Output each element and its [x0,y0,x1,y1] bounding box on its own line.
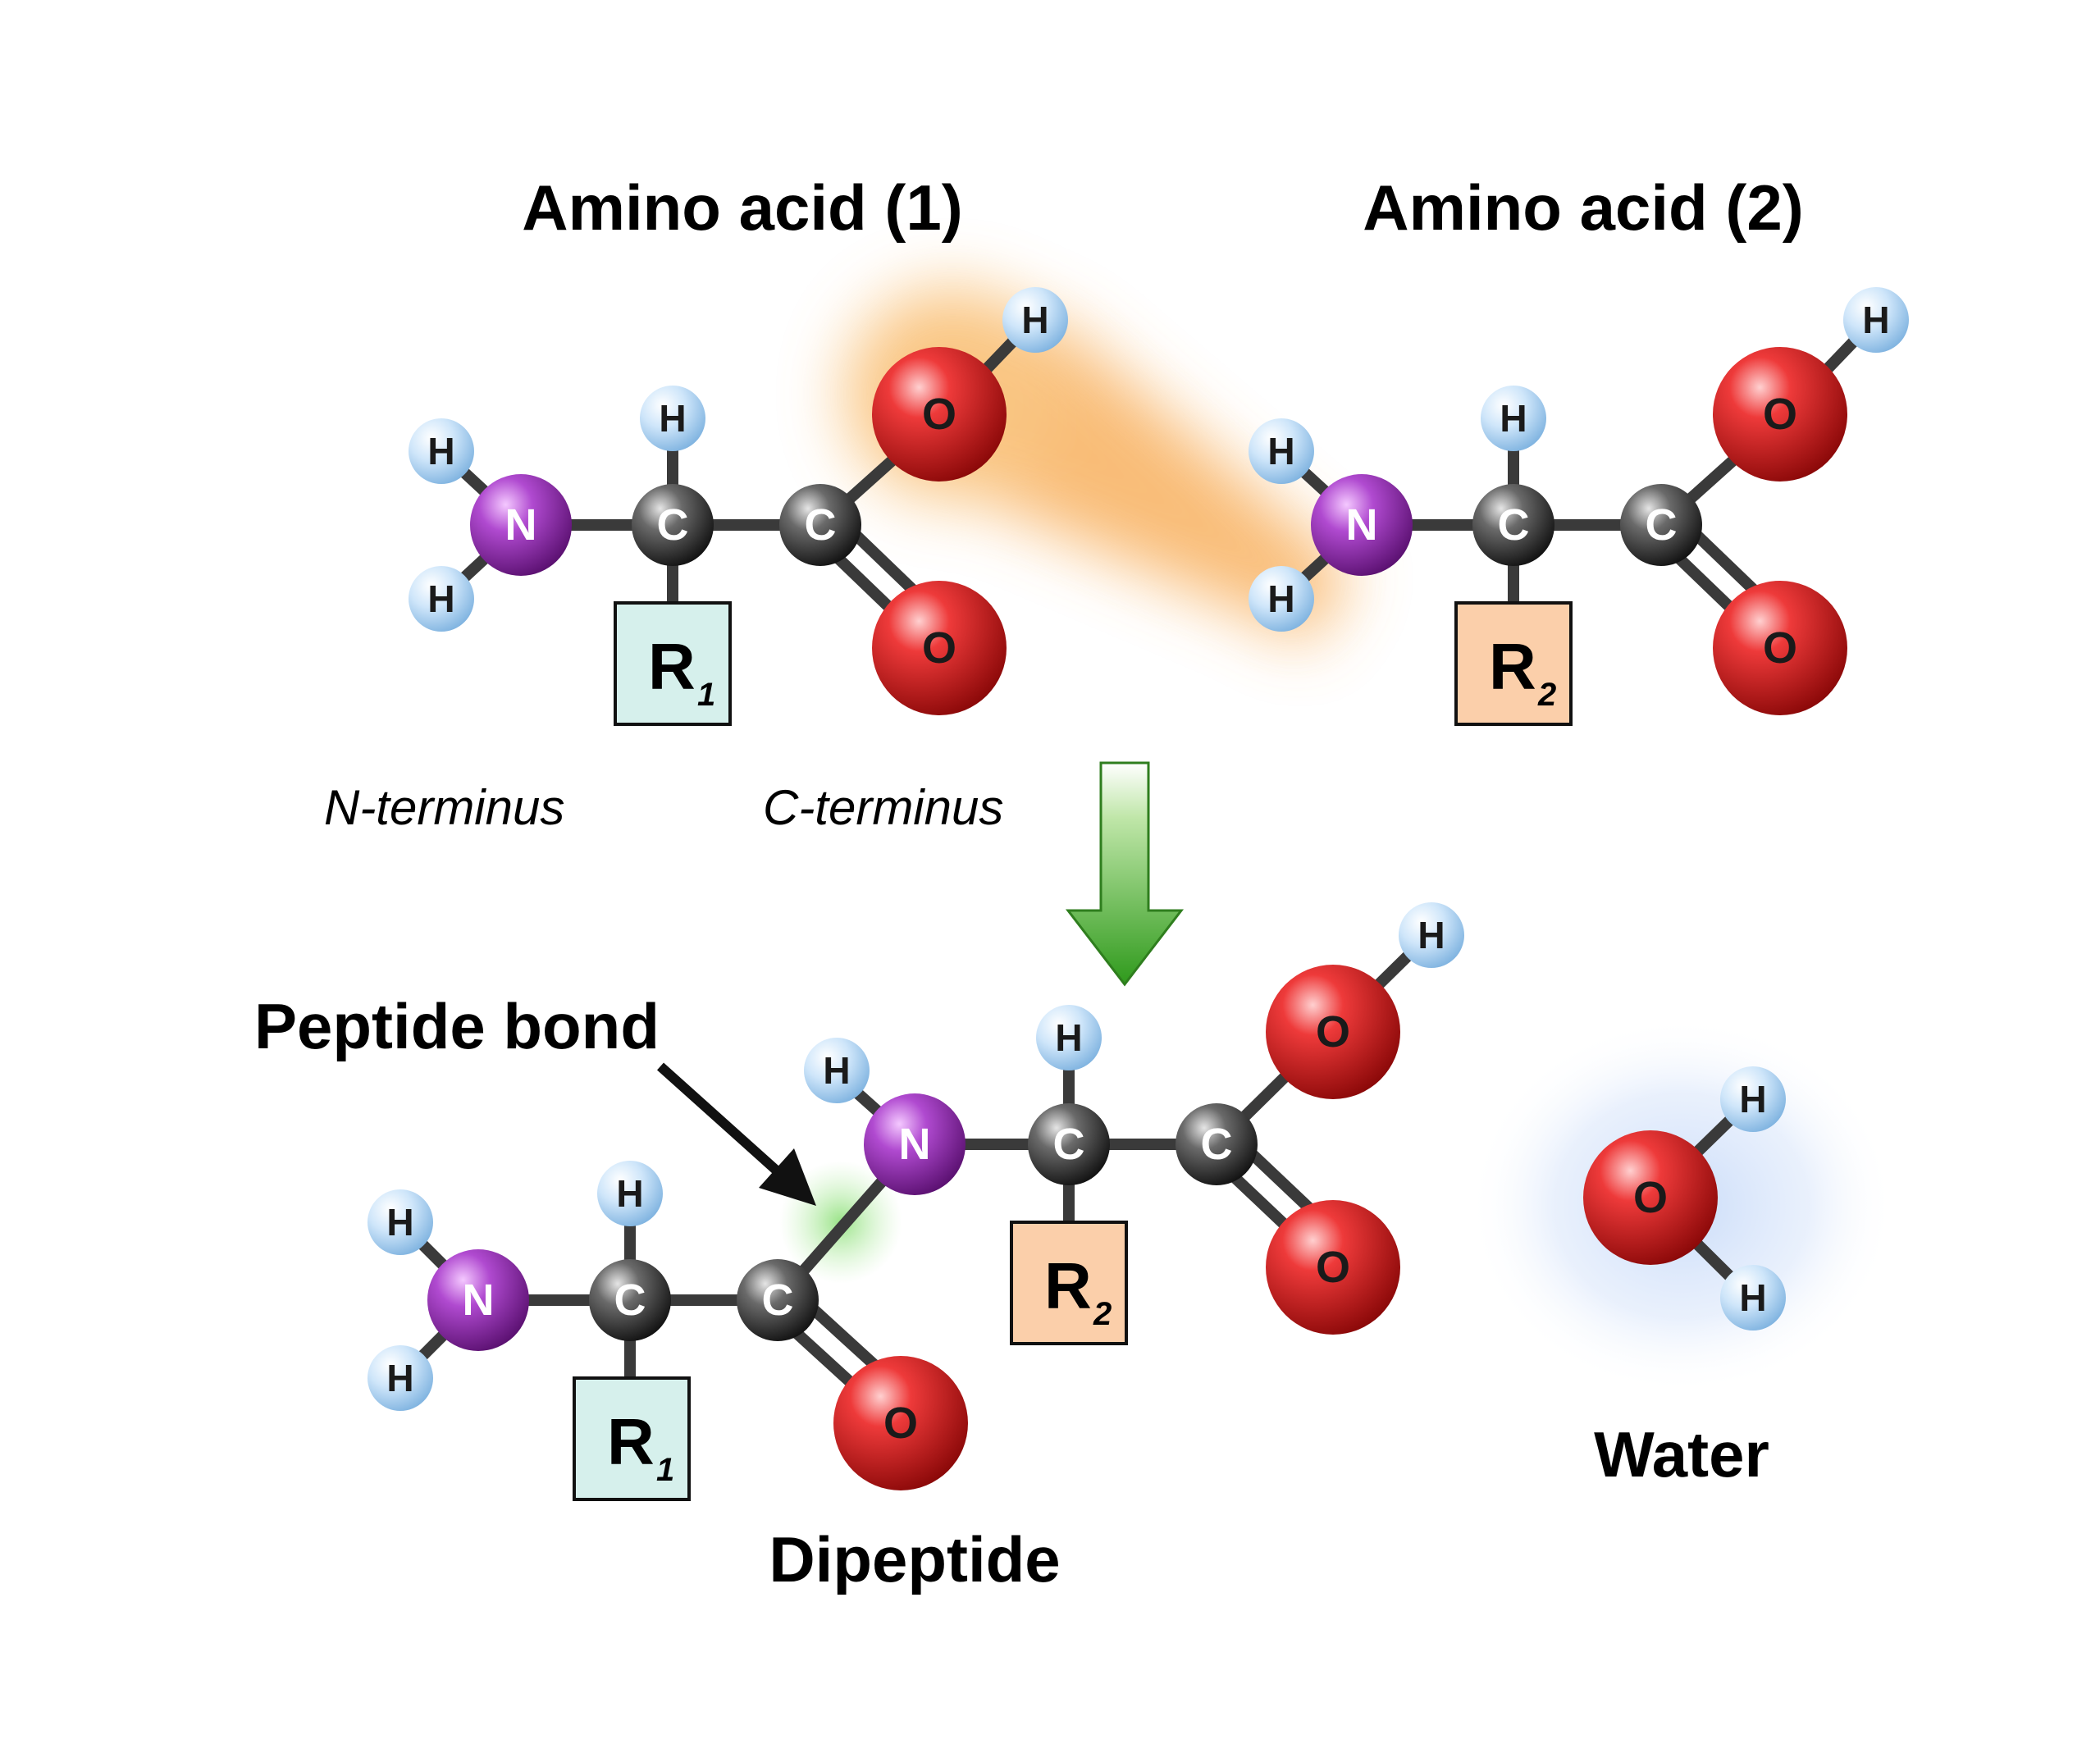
hydrogen-atom [1843,287,1909,353]
hydrogen-atom [1249,418,1314,484]
nitrogen-label: N [505,500,537,550]
nitrogen-atom [470,474,572,576]
oxygen-label: O [922,623,956,673]
dipeptide: H H N H C C O R 1 H N H C C O H O [368,902,1464,1501]
r1-subscript: 1 [697,677,715,713]
c-terminus-label: C-terminus [763,780,1003,835]
carbon-atom [632,484,714,566]
oxygen-atom [1583,1130,1718,1265]
hydrogen-atom [804,1038,870,1103]
r2-box: R 2 [1454,601,1573,726]
hydrogen-label: H [1500,397,1527,440]
carbon-atom [1620,484,1702,566]
carbon-atom [1472,484,1554,566]
amino-acid-1-title: Amino acid (1) [522,171,962,244]
nitrogen-label: N [463,1276,495,1325]
hydrogen-atom [1720,1066,1786,1132]
r1-letter: R [648,630,696,703]
oxygen-atom [872,347,1007,482]
hydrogen-label: H [1418,914,1445,956]
peptide-bond-pointer [656,1062,816,1206]
carbon-atom [779,484,861,566]
hydrogen-label: H [1267,430,1294,472]
hydrogen-atom [640,386,705,451]
nitrogen-label: N [1346,500,1378,550]
oxygen-label: O [922,390,956,439]
r1-letter: R [607,1405,655,1478]
carbon-label: C [1201,1120,1233,1169]
reaction-arrow [1065,761,1185,987]
hydrogen-label: H [659,397,686,440]
hydrogen-label: H [386,1201,413,1244]
nitrogen-atom [864,1093,966,1195]
hydrogen-label: H [427,577,454,620]
oxygen-label: O [1316,1243,1350,1292]
carbon-atom [1028,1103,1110,1185]
hydrogen-label: H [823,1049,850,1092]
carbon-atom [1176,1103,1258,1185]
oxygen-label: O [1316,1007,1350,1057]
hydrogen-label: H [1021,299,1048,341]
oxygen-label: O [1763,390,1797,439]
hydrogen-atom [409,566,474,632]
oxygen-atom [833,1356,968,1490]
hydrogen-atom [1249,566,1314,632]
amino-acid-1: H H N H C C O H O R 1 [409,287,1068,726]
hydrogen-atom [597,1161,663,1226]
oxygen-label: O [883,1399,918,1448]
r1-box: R 1 [614,601,732,726]
hydrogen-label: H [427,430,454,472]
oxygen-atom [1266,1200,1400,1335]
carbon-label: C [805,500,837,550]
water-label: Water [1594,1418,1769,1490]
oxygen-label: O [1633,1173,1668,1222]
hydrogen-label: H [616,1172,643,1215]
hydrogen-label: H [1267,577,1294,620]
r2-letter: R [1044,1249,1092,1322]
water-molecule: H H O [1583,1066,1786,1330]
hydrogen-atom [1720,1265,1786,1330]
oxygen-atom [1713,347,1847,482]
oxygen-atom [1266,965,1400,1099]
amino-acid-2-title: Amino acid (2) [1363,171,1803,244]
hydrogen-label: H [1739,1276,1766,1319]
dipeptide-label: Dipeptide [769,1523,1060,1595]
amino-acid-2: H H N H C C O H O R 2 [1249,287,1909,726]
hydrogen-atom [1002,287,1068,353]
hydrogen-atom [368,1189,433,1255]
carbon-atom [589,1259,671,1341]
r2-letter: R [1489,630,1536,703]
dipeptide-r2-box: R 2 [1010,1221,1128,1345]
nitrogen-atom [1311,474,1413,576]
r2-subscript: 2 [1093,1296,1112,1332]
hydrogen-atom [1036,1005,1102,1070]
dipeptide-r1-box: R 1 [573,1376,691,1501]
hydrogen-atom [1481,386,1546,451]
carbon-label: C [657,500,689,550]
carbon-label: C [762,1276,794,1325]
hydrogen-label: H [386,1357,413,1399]
n-terminus-label: N-terminus [324,780,564,835]
hydrogen-label: H [1739,1078,1766,1121]
oxygen-atom [872,581,1007,715]
nitrogen-atom [427,1249,529,1351]
hydrogen-atom [1399,902,1464,968]
hydrogen-atom [409,418,474,484]
oxygen-atom [1713,581,1847,715]
carbon-label: C [1646,500,1678,550]
carbon-label: C [1053,1120,1085,1169]
hydrogen-label: H [1055,1016,1082,1059]
carbon-atom [737,1259,819,1341]
nitrogen-label: N [899,1120,931,1169]
carbon-label: C [1498,500,1530,550]
hydrogen-label: H [1862,299,1889,341]
oxygen-label: O [1763,623,1797,673]
carbon-label: C [614,1276,646,1325]
r2-subscript: 2 [1537,677,1556,713]
peptide-bond-label: Peptide bond [254,990,660,1062]
hydrogen-atom [368,1345,433,1411]
r1-subscript: 1 [656,1452,674,1488]
